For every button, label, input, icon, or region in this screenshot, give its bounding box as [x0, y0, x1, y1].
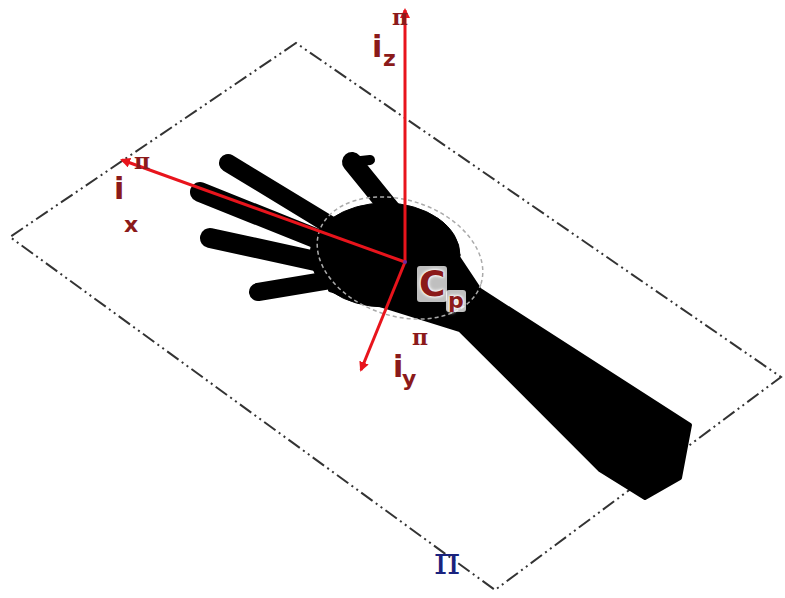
hand-silhouette — [200, 160, 690, 498]
plane-outline — [10, 43, 781, 590]
axis-subscript: y — [402, 368, 416, 390]
palm-ellipse — [301, 177, 499, 340]
axis-superscript: π — [134, 150, 150, 172]
axis-symbol: i — [372, 32, 382, 62]
axis-subscript: x — [124, 214, 138, 236]
point-label: C — [417, 266, 447, 302]
axis-superscript: π — [392, 6, 408, 28]
axis-symbol: i — [393, 352, 403, 382]
plane-label: π — [434, 540, 460, 580]
point-subscript: p — [446, 290, 466, 312]
x-axis — [122, 160, 405, 262]
axis-symbol: i — [114, 174, 124, 204]
axis-superscript: π — [412, 326, 428, 348]
axis-subscript: z — [383, 48, 396, 70]
z-axis — [404, 10, 407, 262]
origin-point — [403, 260, 407, 264]
